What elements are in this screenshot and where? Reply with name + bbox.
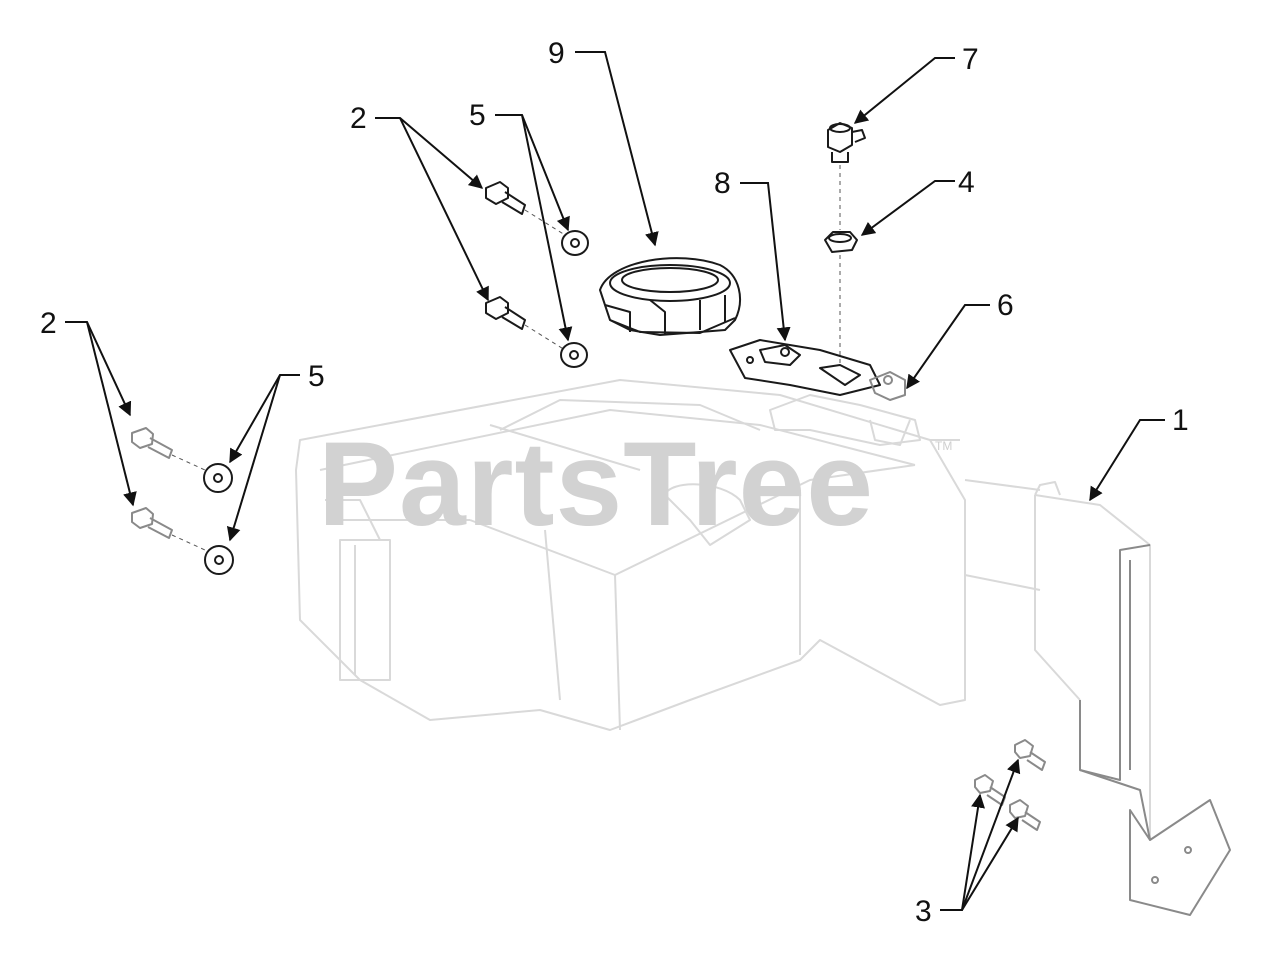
callout-5-top: 5 [469,99,486,132]
top-washers [560,230,589,368]
top-bolts [485,181,566,351]
watermark-text: PartsTree [318,417,874,551]
callout-2-left: 2 [40,307,57,340]
callout-leaders [65,51,1165,911]
watermark-trademark: TM [935,439,952,453]
fuel-tank [295,379,1041,731]
callout-6: 6 [997,289,1014,322]
fuel-cap [599,257,741,336]
callout-1: 1 [1172,404,1189,437]
fuel-gauge [729,339,881,396]
callout-9: 9 [548,37,565,70]
callout-5-left: 5 [308,360,325,393]
callout-labels: 9 2 5 7 4 8 6 1 2 5 3 [40,37,1189,928]
bottom-screws [974,739,1046,831]
grommet [824,231,858,253]
callout-8: 8 [714,167,731,200]
callout-4: 4 [958,166,975,199]
left-bolts [131,427,206,551]
vent-tube [869,371,906,401]
callout-7: 7 [962,43,979,76]
callout-3: 3 [915,895,932,928]
fuel-valve [827,122,866,163]
left-washers [203,463,234,575]
heat-shield-bracket [1034,481,1231,916]
callout-2-top: 2 [350,102,367,135]
